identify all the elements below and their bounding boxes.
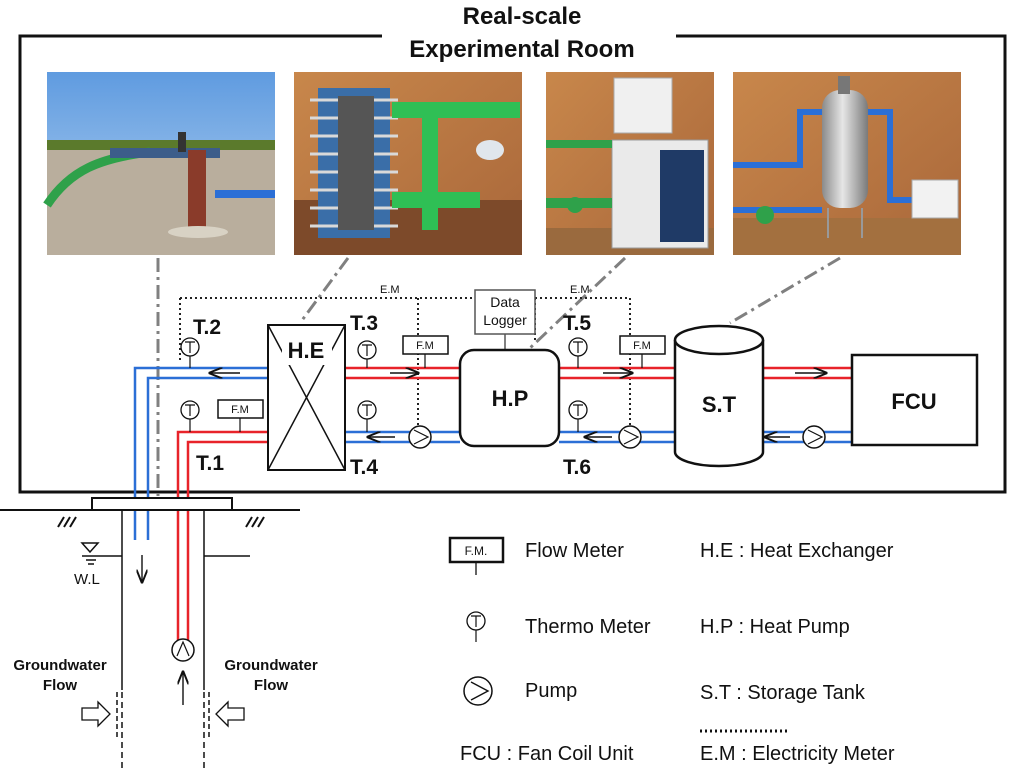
sensor-t2-label: T.2 [193, 316, 221, 339]
he-label-bg [282, 337, 332, 365]
legend-thermometer-symbol [466, 611, 486, 642]
fan-coil-unit [850, 353, 979, 447]
he-to-hp-hot-pipe [345, 366, 460, 380]
data-logger [474, 289, 536, 352]
legend-pump-symbol [463, 676, 493, 706]
ground-hatch-right [245, 516, 265, 528]
well-head [0, 497, 300, 511]
water-level-label: W.L [74, 571, 100, 588]
flow-arrows [210, 373, 826, 437]
sensor-t5-label: T.5 [563, 312, 591, 335]
photo-heat-pump [546, 72, 714, 255]
data-logger-label-2: Logger [483, 312, 527, 328]
data-logger-label-1: Data [490, 294, 520, 310]
flow-meter-well-label: F.M [231, 404, 249, 416]
gw-right-label-2: Flow [254, 677, 288, 694]
heat-exchanger [267, 324, 346, 471]
hp-to-he-cold-pipe [345, 430, 460, 444]
title-line-2: Experimental Room [409, 36, 634, 63]
legend-flow-meter-symbol [448, 536, 505, 575]
legend: F.M. Flow Meter H.E : Heat Exchanger The… [448, 536, 895, 765]
gw-left-label-1: Groundwater [13, 657, 107, 674]
legend-thermo-meter: Thermo Meter [525, 616, 651, 638]
em-label-right: E.M [570, 284, 590, 296]
legend-em-def: E.M : Electricity Meter [700, 743, 895, 765]
gw-left-label-2: Flow [43, 677, 77, 694]
thermometer-t6 [568, 400, 588, 432]
st-to-fcu-hot-pipe [763, 366, 852, 380]
thermometer-t2 [180, 337, 200, 368]
photo-heat-exchanger [294, 72, 522, 255]
legend-hp-def: H.P : Heat Pump [700, 616, 850, 638]
sensor-t1-label: T.1 [196, 452, 224, 475]
well-supply-pipe [176, 430, 268, 640]
gw-right-label-1: Groundwater [224, 657, 318, 674]
thermometer-t5 [568, 337, 588, 368]
thermometer-t1 [180, 400, 200, 432]
experimental-room-frame [18, 34, 1007, 494]
thermometer-t4 [357, 400, 377, 432]
fcu-label: FCU [891, 389, 936, 414]
st-to-hp-cold-pipe [559, 430, 675, 444]
flow-meter-he-hp-label: F.M [416, 340, 434, 352]
flow-meter-he-hp [402, 335, 449, 368]
heat-pump [458, 348, 561, 448]
legend-pump: Pump [525, 680, 577, 702]
photo-storage-tank [733, 72, 961, 255]
water-level-marker [80, 542, 250, 565]
legend-he-def: H.E : Heat Exchanger [700, 540, 894, 562]
well-casing [116, 510, 210, 772]
pump-st-fcu [802, 425, 826, 449]
sensor-t6-label: T.6 [563, 456, 591, 479]
flow-meter-hp-st-label: F.M [633, 340, 651, 352]
ground-hatch-left [57, 516, 77, 528]
legend-flow-meter: Flow Meter [525, 540, 624, 562]
legend-fcu-def: FCU : Fan Coil Unit [460, 743, 634, 765]
pump-hp-st [618, 425, 642, 449]
legend-st-def: S.T : Storage Tank [700, 682, 866, 704]
photo-groundwater-well [43, 72, 275, 255]
st-label: S.T [702, 392, 737, 417]
flow-meter-well [217, 399, 264, 432]
groundwater-flow-arrow-left [81, 700, 111, 728]
he-label: H.E [288, 338, 325, 363]
pump-he-hp [408, 425, 432, 449]
well-return-pipe [133, 366, 268, 540]
storage-tank [673, 324, 765, 468]
sensor-t4-label: T.4 [350, 456, 378, 479]
flow-meter-hp-st [619, 335, 666, 368]
legend-fm-symbol-text: F.M. [465, 544, 488, 558]
sensor-t3-label: T.3 [350, 312, 378, 335]
title-line-1: Real-scale [463, 3, 582, 30]
well-pump [171, 638, 195, 662]
em-label-left: E.M [380, 284, 400, 296]
groundwater-flow-arrow-right [215, 700, 245, 728]
hp-label: H.P [492, 386, 529, 411]
thermometer-t3 [357, 340, 377, 368]
